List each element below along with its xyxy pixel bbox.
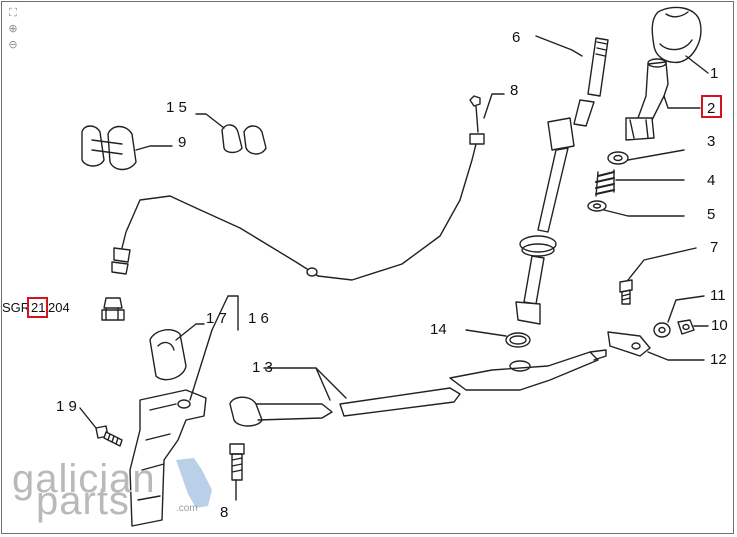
part-11-nut[interactable] xyxy=(653,322,671,338)
callout-11: 11 xyxy=(710,287,726,304)
callout-17: 1 7 xyxy=(206,310,227,327)
callout-1: 1 xyxy=(710,65,718,82)
part-2-adapter[interactable] xyxy=(625,58,669,141)
part-17-bush[interactable] xyxy=(149,329,187,381)
sgr-prefix: SGR xyxy=(2,300,30,315)
callout-3: 3 xyxy=(707,133,715,150)
callout-8-upper: 8 xyxy=(510,82,518,99)
watermark-domain: .com xyxy=(176,503,198,514)
callout-4: 4 xyxy=(707,172,715,189)
watermark-line2: parts xyxy=(36,479,130,523)
part-8-bolt[interactable] xyxy=(229,443,245,481)
part-12-pivot[interactable] xyxy=(607,331,651,357)
callout-5: 5 xyxy=(707,206,715,223)
callout-13: 1 3 xyxy=(252,359,273,376)
part-9-clip[interactable] xyxy=(81,125,137,171)
part-15-clip[interactable] xyxy=(221,124,267,155)
callout-10: 10 xyxy=(711,317,728,334)
callout-12: 12 xyxy=(710,351,727,368)
callout-7: 7 xyxy=(710,239,718,256)
callout-8-lower: 8 xyxy=(220,504,228,521)
watermark-line1: galician xyxy=(12,457,156,501)
zoom-in-icon[interactable]: ⊕ xyxy=(8,22,18,35)
part-8-cable[interactable] xyxy=(111,95,485,281)
part-10-bush[interactable] xyxy=(677,319,695,335)
callout-6: 6 xyxy=(512,29,520,46)
part-1-knob[interactable] xyxy=(651,6,702,64)
watermark-logo: galician parts .com xyxy=(12,457,212,523)
part-3-ring[interactable] xyxy=(607,151,629,165)
part-19-screw[interactable] xyxy=(95,425,123,447)
callout-19: 1 9 xyxy=(56,398,77,415)
callout-2-highlight xyxy=(701,95,722,118)
part-4-spring[interactable] xyxy=(595,169,615,197)
part-16-bracket[interactable] xyxy=(129,389,207,527)
fit-view-icon[interactable]: ⛶ xyxy=(9,6,17,19)
sgr-number-highlight xyxy=(27,297,48,318)
callout-2: 2 xyxy=(707,100,715,117)
callout-14: 14 xyxy=(430,321,447,338)
sgr-grommet[interactable] xyxy=(101,297,125,321)
callout-9: 9 xyxy=(178,134,186,151)
sgr-number: 21 xyxy=(31,300,45,315)
zoom-out-icon[interactable]: ⊖ xyxy=(8,38,18,51)
callout-16: 1 6 xyxy=(248,310,269,327)
sgr-suffix: 204 xyxy=(48,300,70,315)
part-14-snap-ring[interactable] xyxy=(505,332,531,348)
part-6-gear-lever[interactable] xyxy=(515,37,609,325)
part-13-rod[interactable] xyxy=(229,349,607,427)
part-7-screw[interactable] xyxy=(619,279,633,305)
part-5-washer[interactable] xyxy=(587,200,607,212)
callout-15: 1 5 xyxy=(166,99,187,116)
